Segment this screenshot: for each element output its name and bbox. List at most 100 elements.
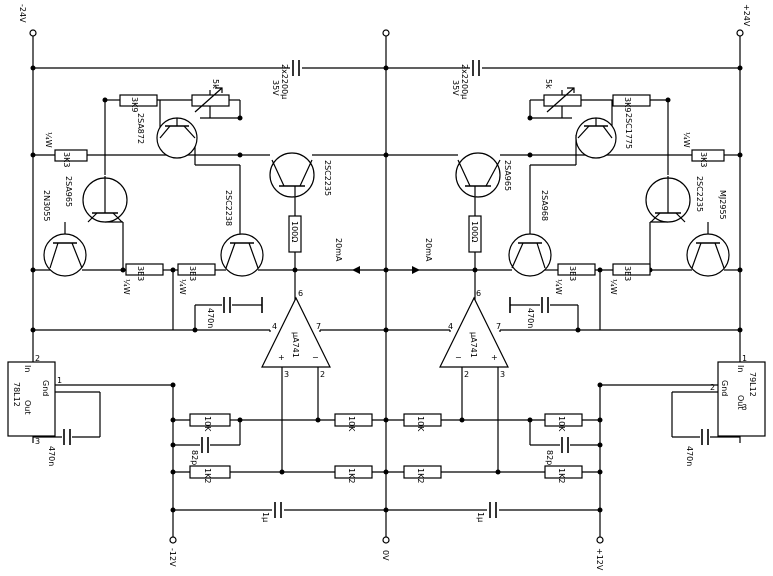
transistors: 2SA872 2SA965 2N3055 2SC2238: [42, 113, 730, 277]
resistors: 3K9 3K9 5k 5k 3K3 ¼W 3K3 ¼W: [44, 79, 725, 483]
opamp-left-label: µA741: [291, 332, 300, 358]
potentiometer-5k-left: 5k: [191, 79, 230, 113]
resistor-10k-1: 10K: [189, 413, 231, 432]
resistor-100-right-value: 100Ω: [470, 221, 479, 242]
resistor-100-left: 100Ω: [288, 215, 302, 253]
resistor-3k3-right-rating: ¼W: [682, 132, 691, 148]
resistor-10k-2-value: 10K: [347, 416, 356, 432]
regulator-right-out: Out: [736, 395, 745, 410]
resistor-3e3-right-b: 3E3 ¼W: [609, 263, 651, 295]
transistor-left-2sc2235-label: 2SC2235: [323, 160, 332, 196]
regulator-left-out: Out: [23, 400, 32, 415]
resistor-3e3-right-a: 3E3 ¼W: [554, 263, 596, 295]
label-pos12: +12V: [595, 548, 604, 571]
resistor-3e3-left-a-value: 3E3: [136, 266, 145, 281]
regulator-left-pin3: 3: [35, 437, 40, 446]
capacitor-470n-left-reg-value: 470n: [47, 446, 56, 466]
transistor-right-2sa968-label: 2SA968: [540, 190, 549, 221]
terminal-pos24[interactable]: [736, 29, 744, 37]
resistor-10k-3-value: 10K: [416, 416, 425, 432]
capacitor-1u-left: 1µ: [261, 502, 282, 522]
regulator-left-pin1: 1: [57, 376, 62, 385]
capacitor-470n-left-reg: 470n: [47, 429, 71, 466]
current-arrow-left: [352, 266, 360, 274]
current-arrow-right: [412, 266, 420, 274]
resistor-3e3-left-a-rating: ¼W: [122, 279, 131, 295]
resistor-3e3-right-b-rating: ¼W: [609, 279, 618, 295]
resistor-1k2-4-value: 1K2: [557, 468, 566, 483]
transistor-left-2n3055: 2N3055: [42, 190, 87, 277]
transistor-right-2sc1775-label: 2SC1775: [624, 113, 633, 149]
transistor-right-2sa968: 2SA968: [508, 190, 552, 277]
opamp-right-pin4: 4: [448, 322, 453, 331]
regulator-left-in: In: [23, 365, 32, 372]
regulator-right-label: 79L12: [748, 372, 757, 397]
transistor-left-2sc2235: 2SC2235: [269, 152, 332, 198]
potentiometer-5k-right-value: 5k: [544, 79, 553, 89]
capacitor-470n-right-opamp-value: 470n: [526, 308, 535, 328]
opamp-left-pin3: 3: [284, 370, 289, 379]
opamp-right-pin6: 6: [476, 289, 481, 298]
opamp-left-pin2: 2: [320, 370, 325, 379]
transistor-right-mj2955-label: MJ2955: [718, 190, 727, 220]
opamp-right-pin3: 3: [500, 370, 505, 379]
transistor-right-2sc1775: 2SC1775: [575, 113, 633, 159]
regulator-right-in: In: [736, 365, 745, 372]
resistor-3k3-left: 3K3 ¼W: [44, 132, 88, 167]
capacitor-470n-left-opamp-value: 470n: [206, 308, 215, 328]
opamp-left-pin4: 4: [272, 322, 277, 331]
capacitor-470n-right-opamp: 470n: [509, 297, 549, 328]
potentiometer-5k-right: 5k: [543, 79, 582, 113]
terminal-neg24[interactable]: [29, 29, 37, 37]
opamp-right-pin2: 2: [464, 370, 469, 379]
transistor-left-2sa965: 2SA965: [64, 176, 128, 223]
opamp-left-pin7: 7: [316, 322, 321, 331]
capacitor-82p-left: 82p: [190, 437, 209, 465]
current-label-left: 20mA: [334, 238, 343, 262]
resistor-3e3-right-b-value: 3E3: [623, 266, 632, 281]
resistor-10k-2: 10K: [334, 413, 373, 432]
regulator-right-pin1: 1: [742, 354, 747, 363]
capacitor-1u-left-value: 1µ: [261, 512, 270, 522]
terminal-neg12[interactable]: [169, 536, 177, 544]
rail-terminals: -24V +24V -12V 0V +12V: [18, 4, 751, 571]
capacitor-470n-right-reg-value: 470n: [685, 446, 694, 466]
bulk-capacitor-right-voltage: 35V: [451, 80, 460, 96]
resistor-10k-3: 10K: [403, 413, 442, 432]
capacitor-82p-right-value: 82p: [545, 450, 554, 465]
terminal-zero-top[interactable]: [382, 29, 390, 37]
resistor-3e3-left-b: 3E3 ¼W: [177, 263, 216, 295]
regulator-left-gnd: Gnd: [41, 380, 50, 396]
opamp-right-plus: +: [491, 353, 498, 362]
label-zero: 0V: [381, 550, 390, 561]
resistor-100-right: 100Ω: [468, 215, 482, 253]
resistor-1k2-3-value: 1K2: [416, 468, 425, 483]
opamp-right-minus: −: [455, 353, 462, 362]
opamp-right-label: µA741: [469, 332, 478, 358]
opamp-right: µA741 − + 6 4 7 2 3: [439, 289, 509, 379]
current-label-right: 20mA: [424, 238, 433, 262]
label-neg24: -24V: [18, 4, 27, 23]
terminal-zero[interactable]: [382, 536, 390, 544]
resistor-3k9-right-value: 3K9: [623, 97, 632, 112]
resistor-1k2-3: 1K2: [403, 465, 442, 483]
regulator-right-gnd: Gnd: [720, 380, 729, 396]
resistor-3k9-right: 3K9: [612, 94, 651, 112]
terminal-pos12[interactable]: [596, 536, 604, 544]
regulator-left-pin2: 2: [35, 354, 40, 363]
resistor-3k3-right-value: 3K3: [699, 152, 708, 167]
transistor-right-2sc2235-label: 2SC2235: [695, 176, 704, 212]
regulator-left-label: 78L12: [12, 382, 21, 407]
label-neg12: -12V: [168, 548, 177, 567]
resistor-3k3-right: 3K3 ¼W: [682, 132, 725, 167]
resistor-1k2-1: 1K2: [189, 465, 231, 483]
resistor-3e3-left-b-rating: ¼W: [178, 279, 187, 295]
transistor-right-mj2955: MJ2955: [686, 190, 730, 277]
transistor-left-2sa872-label: 2SA872: [136, 113, 145, 144]
regulator-left: 78L12 In Gnd Out 2 1 3: [7, 354, 62, 446]
potentiometer-5k-left-value: 5k: [211, 79, 220, 89]
bulk-capacitor-right-value: 2x2200µ: [460, 64, 469, 99]
resistor-3e3-left-b-value: 3E3: [188, 266, 197, 281]
label-pos24: +24V: [742, 4, 751, 27]
